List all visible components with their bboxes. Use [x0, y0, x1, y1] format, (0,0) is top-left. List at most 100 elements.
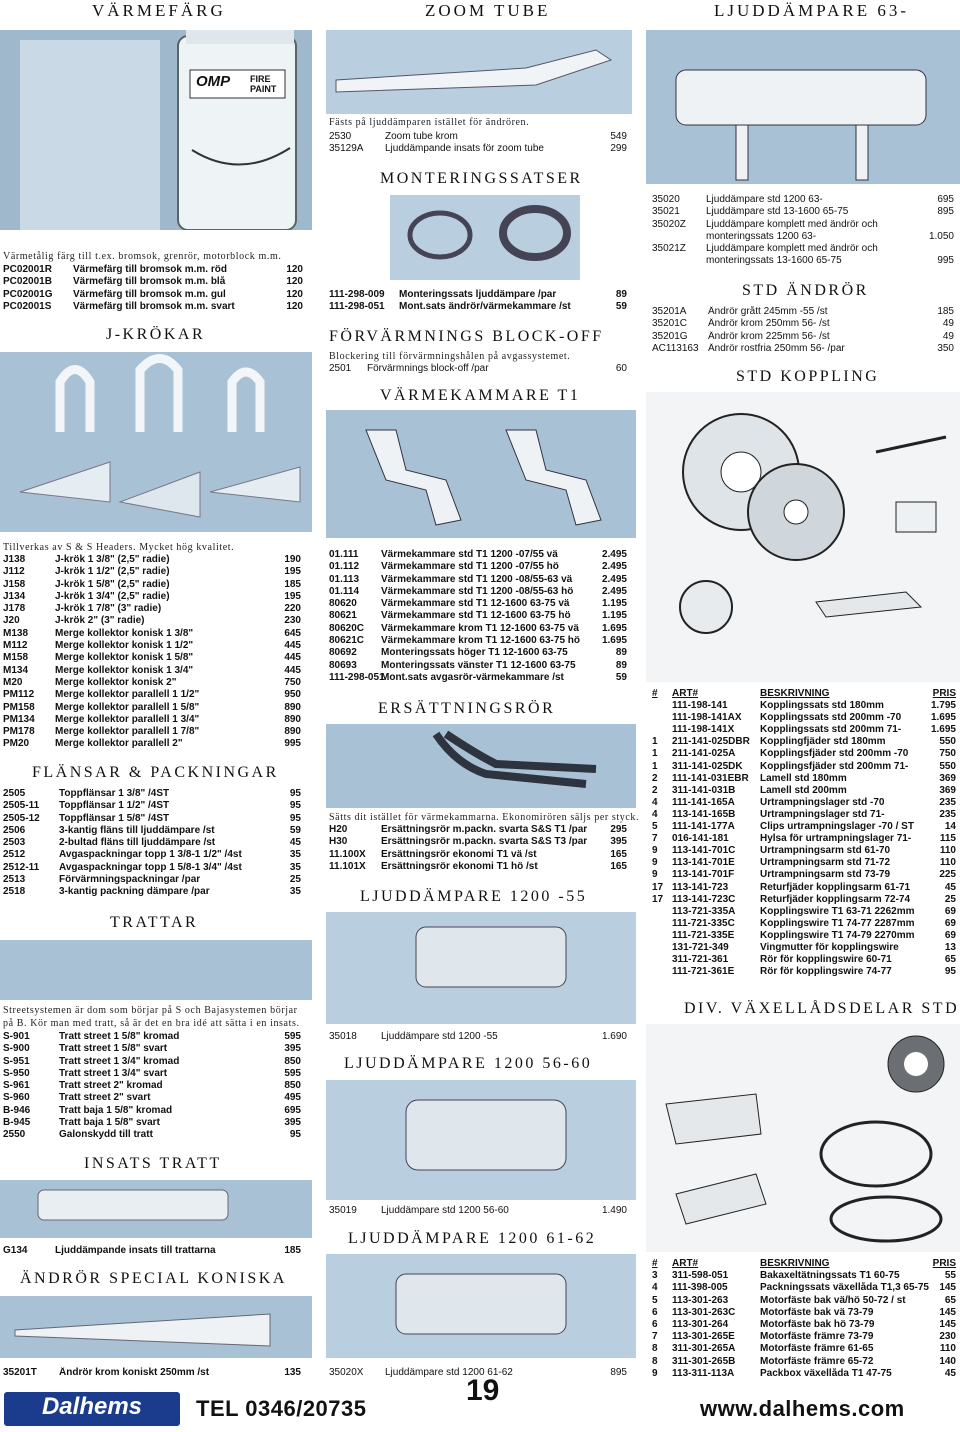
vaxellada-diagram: [646, 1024, 960, 1252]
insats-photo: [0, 1180, 312, 1238]
zoom-tube-photo: [326, 30, 632, 114]
dalhems-logo: Dalhems: [4, 1392, 180, 1426]
footer-website[interactable]: www.dalhems.com: [700, 1396, 905, 1421]
ersattningsror-title: ERSÄTTNINGSRÖR: [378, 700, 556, 717]
trattar-photo: [0, 940, 312, 1000]
ljud5660-photo: [326, 1080, 636, 1200]
varmefarg-note: Värmetålig färg till t.ex. bromsok, gren…: [3, 251, 282, 262]
flansar-title: FLÄNSAR & PACKNINGAR: [32, 764, 279, 781]
table-row: monteringssats 1200 63-1.050: [706, 230, 954, 242]
varmekammare-photo: [326, 410, 636, 538]
forvarmning-note: Blockering till förvärmningshålen på avg…: [329, 351, 571, 362]
ljud55-title: LJUDDÄMPARE 1200 -55: [360, 888, 588, 905]
trattar-title: TRATTAR: [110, 914, 199, 931]
ersattningsror-note: Sätts dit istället för värmekammarna. Ek…: [329, 812, 640, 823]
ljud5660-title: LJUDDÄMPARE 1200 56-60: [344, 1055, 593, 1072]
jkrokar-note: Tillverkas av S & S Headers. Mycket hög …: [3, 542, 235, 553]
fire-paint-photo: OMP FIRE PAINT: [0, 30, 312, 231]
jkrokar-title: J-KRÖKAR: [106, 326, 206, 343]
can-line1: FIRE: [250, 74, 271, 84]
footer-phone: TEL 0346/20735: [196, 1396, 367, 1421]
vaxellada-title: DIV. VÄXELLÅDSDELAR STD: [684, 1000, 960, 1017]
monteringssats-photo: [390, 195, 580, 280]
can-brand: OMP: [196, 73, 231, 90]
forvarmning-title: FÖRVÄRMNINGS BLOCK-OFF: [329, 328, 604, 345]
trattar-note: Streetsystemen är dom som börjar på S oc…: [3, 1005, 300, 1029]
